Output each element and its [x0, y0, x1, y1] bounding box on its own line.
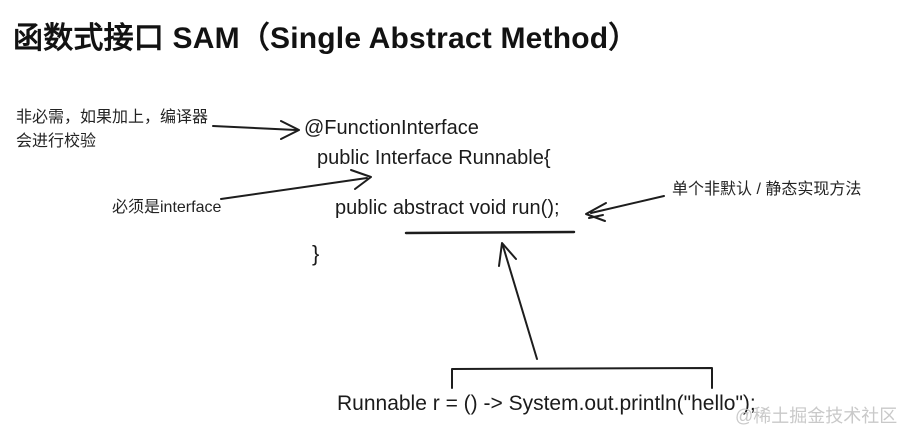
code-lambda-example: Runnable r = () -> System.out.println("h…	[337, 392, 756, 415]
watermark: @稀土掘金技术社区	[735, 406, 898, 426]
interface-note: 必须是interface	[112, 199, 222, 216]
lambda-to-method-arrow	[498, 242, 538, 360]
compiler-note-line1: 非必需，如果加上，编译器	[16, 109, 209, 126]
method-note: 单个非默认 / 静态实现方法	[672, 181, 862, 198]
page-title: 函数式接口 SAM（Single Abstract Method）	[13, 22, 639, 55]
code-function-interface-annotation: @FunctionInterface	[304, 117, 479, 139]
method-underline	[404, 230, 576, 235]
method-note-to-method-arrow	[585, 195, 665, 222]
code-abstract-method-declaration: public abstract void run();	[335, 197, 560, 219]
lambda-body-bracket	[451, 367, 713, 389]
code-interface-declaration: public Interface Runnable{	[317, 147, 551, 169]
code-closing-brace: }	[312, 241, 320, 266]
compiler-note: 非必需，如果加上，编译器 会进行校验	[16, 106, 208, 154]
compiler-note-line2: 会进行校验	[16, 133, 97, 150]
interface-note-to-declaration-arrow	[220, 169, 372, 200]
compiler-note-to-annotation-arrow	[212, 120, 300, 140]
